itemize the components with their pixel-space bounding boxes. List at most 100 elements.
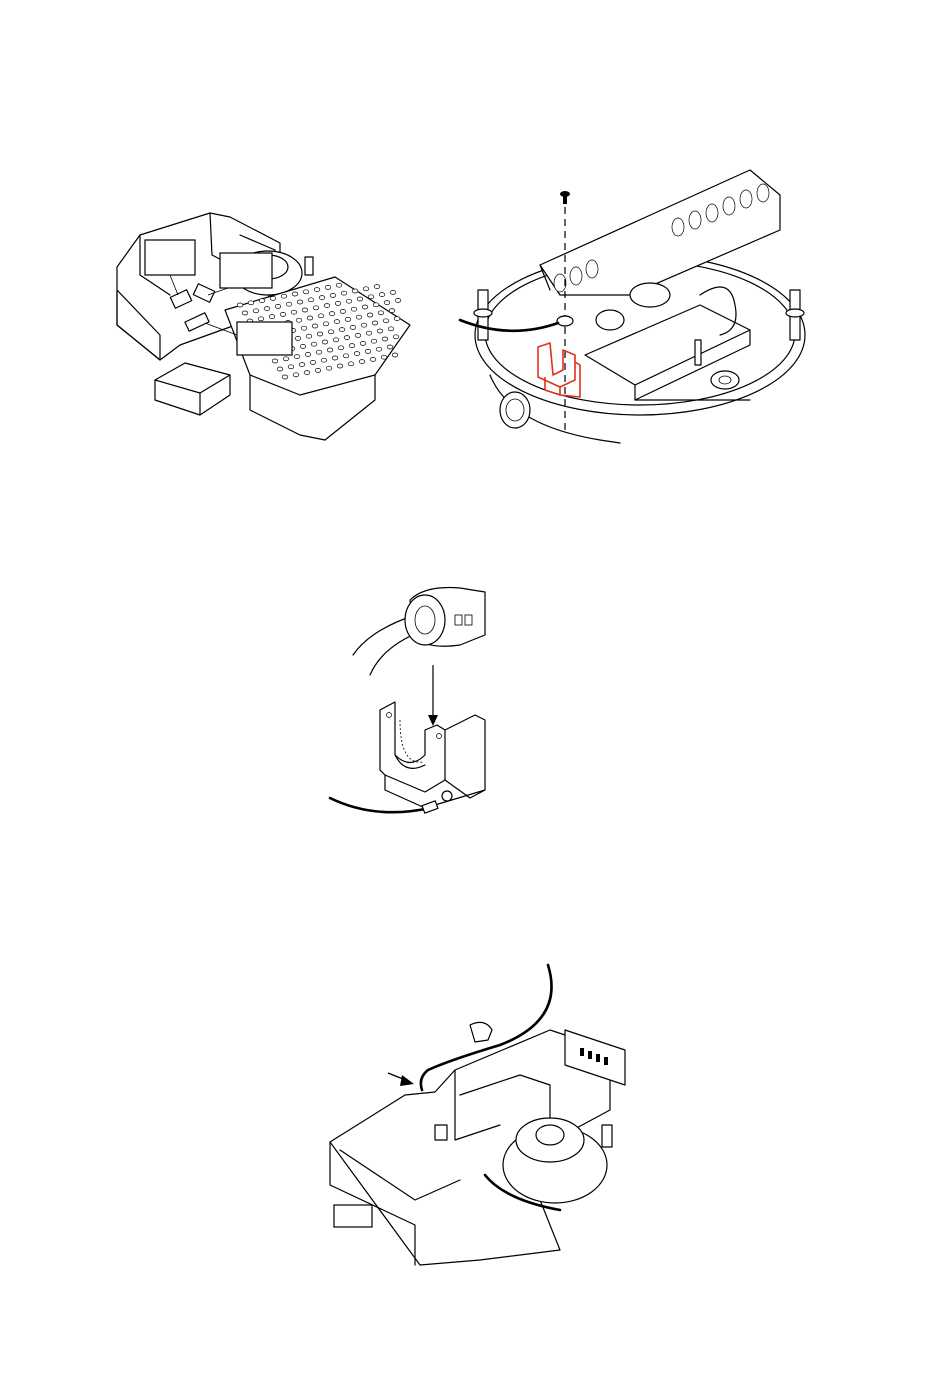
ground-lead: [330, 798, 430, 812]
drawer-top: [155, 363, 230, 393]
callout-box-1: [145, 240, 195, 275]
perforation-hole: [341, 291, 347, 295]
perforation-hole: [291, 310, 297, 314]
perforation-hole: [333, 338, 339, 342]
perforation-hole: [340, 309, 346, 313]
perforation-hole: [330, 293, 336, 297]
perforation-hole: [286, 302, 292, 306]
label-plate: [334, 1205, 372, 1227]
perforation-hole: [392, 353, 398, 357]
perforation-hole: [339, 328, 345, 332]
chassis-side: [117, 290, 160, 360]
perforation-hole: [365, 349, 371, 353]
perforation-hole: [308, 298, 314, 302]
leader-1: [170, 275, 178, 295]
perforation-hole: [272, 359, 278, 363]
perforation-hole: [325, 285, 331, 289]
perforation-hole: [317, 332, 323, 336]
post: [305, 257, 313, 275]
lead-lug: [422, 801, 438, 813]
perforation-hole: [292, 292, 298, 296]
perforation-hole: [390, 290, 396, 294]
perforation-hole: [356, 315, 362, 319]
perforation-hole: [345, 317, 351, 321]
perforation-hole: [248, 301, 254, 305]
partition-wall: [455, 1070, 500, 1140]
connector-b: [193, 284, 214, 302]
perforation-hole: [282, 375, 288, 379]
perforation-hole: [269, 315, 275, 319]
perforation-hole: [301, 326, 307, 330]
perforation-hole: [393, 335, 399, 339]
perforation-hole: [389, 309, 395, 313]
perforation-hole: [242, 311, 248, 315]
callout-box-2: [220, 253, 272, 288]
spool: [711, 371, 739, 389]
perforation-hole: [253, 309, 259, 313]
perforation-hole: [361, 323, 367, 327]
perforation-hole: [343, 354, 349, 358]
perforation-hole: [300, 344, 306, 348]
perforation-hole: [376, 347, 382, 351]
perforation-hole: [296, 318, 302, 322]
perforation-hole: [387, 345, 393, 349]
perforation-hole: [264, 307, 270, 311]
perforation-hole: [311, 342, 317, 346]
perforation-hole: [374, 285, 380, 289]
conduit-fitting: [500, 392, 530, 428]
perforation-hole: [237, 303, 243, 307]
perforation-hole: [302, 308, 308, 312]
partition-notch: [460, 1075, 550, 1120]
perforation-hole: [270, 296, 276, 300]
post-inner: [695, 340, 701, 365]
perforation-hole: [383, 319, 389, 323]
figure-3-ferrite-bracket: [325, 580, 515, 825]
perforation-hole: [334, 320, 340, 324]
perforation-hole: [327, 348, 333, 352]
terminal-board: [565, 1030, 625, 1085]
perforation-hole: [307, 316, 313, 320]
figure-1-chassis: [100, 195, 430, 455]
perforation-hole: [344, 336, 350, 340]
callout-box-3: [237, 322, 292, 355]
perforation-hole: [336, 283, 342, 287]
perforation-hole: [354, 352, 360, 356]
perforation-hole: [382, 337, 388, 341]
perforation-hole: [377, 329, 383, 333]
perforation-hole: [318, 314, 324, 318]
perforation-hole: [357, 297, 363, 301]
perforation-hole: [359, 360, 365, 364]
perforation-hole: [388, 327, 394, 331]
perforation-hole: [337, 364, 343, 368]
perforation-hole: [352, 289, 358, 293]
motor-gear: [536, 1125, 564, 1145]
highlighted-bracket: [538, 343, 580, 397]
perforation-hole: [370, 357, 376, 361]
perforation-hole: [275, 304, 281, 308]
perforation-hole: [350, 325, 356, 329]
perforation-hole: [360, 341, 366, 345]
perforation-hole: [349, 344, 355, 348]
perforation-hole: [379, 293, 385, 297]
perforation-hole: [312, 324, 318, 328]
terminal-screw: [442, 791, 452, 801]
perforation-hole: [316, 350, 322, 354]
motor-gear: [596, 310, 624, 330]
perforation-hole: [322, 340, 328, 344]
perforation-hole: [381, 355, 387, 359]
ferrite-core: [405, 588, 485, 647]
perforation-hole: [299, 363, 305, 367]
figure-2-base-unit: [450, 155, 830, 455]
perforation-hole: [363, 287, 369, 291]
perforation-hole: [384, 301, 390, 305]
perforation-hole: [378, 311, 384, 315]
perforation-hole: [362, 305, 368, 309]
perforation-hole: [351, 307, 357, 311]
perforation-hole: [305, 352, 311, 356]
figure-1-drawing: [100, 195, 430, 455]
rotary-joint: [630, 283, 670, 307]
perforation-hole: [326, 366, 332, 370]
perforation-hole: [280, 312, 286, 316]
perforation-hole: [335, 301, 341, 305]
perforation-hole: [355, 333, 361, 337]
